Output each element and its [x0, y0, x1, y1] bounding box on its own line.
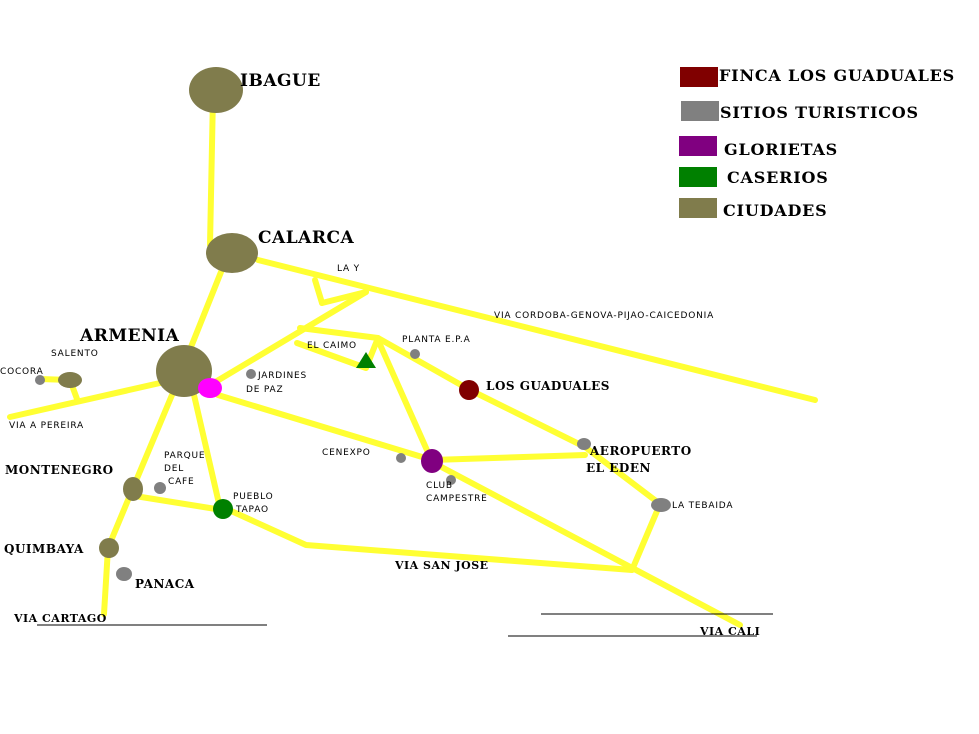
city-label-ibague: IBAGUE [240, 71, 321, 91]
sitio-jardines-marker [246, 369, 256, 379]
label-la-tebaida: LA TEBAIDA [672, 501, 734, 511]
label-el-caimo: EL CAIMO [307, 341, 357, 351]
legend-label-caserios: CASERIOS [727, 168, 829, 187]
road-montenegro-pueblo [132, 493, 225, 513]
city-marker-calarca [206, 233, 258, 273]
label-parque-1: PARQUE [164, 451, 206, 461]
city-label-quimbaya: QUIMBAYA [4, 542, 84, 556]
label-via-san-jose: VIA SAN JOSE [395, 559, 489, 572]
road-calarca-east [255, 257, 818, 403]
legend-swatch-ciudades [679, 198, 717, 218]
underlines [37, 613, 773, 637]
caserio-el-caimo-marker [356, 352, 376, 368]
road-la-y-link2 [319, 289, 369, 306]
label-panaca: PANACA [135, 577, 195, 591]
label-parque-3: CAFE [168, 477, 195, 487]
legend-swatch-sitios [681, 101, 719, 121]
legend-swatch-caserios [679, 167, 717, 187]
legend-label-glorietas: GLORIETAS [724, 140, 839, 159]
label-aeropuerto-1: AEROPUERTO [590, 444, 692, 458]
legend-label-finca: FINCA LOS GUADUALES [719, 66, 955, 85]
label-la-y: LA Y [337, 264, 360, 274]
finca-los-guaduales-marker [459, 380, 479, 400]
label-cocora: COCORA [0, 367, 44, 377]
city-label-montenegro: MONTENEGRO [5, 463, 114, 477]
sitio-club-campestre-marker [446, 475, 456, 485]
label-aeropuerto-2: EL EDEN [586, 461, 651, 475]
label-pueblo-2: TAPAO [236, 505, 269, 515]
label-club-1: CLUB [426, 481, 453, 491]
sitio-planta-epa-marker [410, 349, 420, 359]
road-el-caimo-loop [294, 325, 381, 371]
sitio-la-tebaida-marker [651, 498, 671, 512]
label-via-cordoba: VIA CORDOBA-GENOVA-PIJAO-CAICEDONIA [494, 311, 715, 321]
legend-label-sitios: SITIOS TURISTICOS [720, 103, 919, 122]
label-los-guaduales: LOS GUADUALES [486, 379, 610, 393]
city-marker-ibague [189, 67, 243, 113]
label-jardines-2: DE PAZ [246, 385, 284, 395]
markers-layer [35, 349, 671, 581]
road-la-y-armenia [209, 289, 369, 387]
sitio-parque-cafe-marker [154, 482, 166, 494]
city-label-armenia: ARMENIA [80, 326, 180, 346]
city-marker-salento [58, 372, 82, 388]
legend-label-ciudades: CIUDADES [723, 201, 828, 220]
city-marker-armenia [156, 345, 212, 397]
city-marker-quimbaya [99, 538, 119, 558]
road-guaduales-aeropuerto [467, 387, 588, 450]
road-ibague-calarca [207, 92, 216, 248]
road-calarca-armenia [182, 259, 228, 365]
caserio-pueblo-tapao-marker [213, 499, 233, 519]
road-la-y-link [312, 277, 325, 306]
road-armenia-pueblo [191, 392, 223, 511]
label-cenexpo: CENEXPO [322, 448, 371, 458]
sitio-cocora-marker [35, 375, 45, 385]
city-label-calarca: CALARCA [258, 228, 355, 248]
label-via-cali: VIA CALI [700, 625, 761, 638]
sitio-panaca-marker [116, 567, 132, 581]
sitio-cenexpo-marker [396, 453, 406, 463]
roundabout-armenia-marker [198, 378, 222, 398]
sitio-aeropuerto-marker [577, 438, 591, 450]
road-tebaida-junction [629, 501, 663, 573]
road-glorieta-aeropuerto [429, 452, 588, 463]
road-caimo-guaduales [375, 335, 473, 393]
road-armenia-pereira [7, 380, 163, 420]
road-armenia-glorieta [215, 392, 435, 463]
legend-swatch-finca [680, 67, 718, 87]
label-jardines-1: JARDINES [258, 371, 308, 381]
road-aeropuerto-tebaida [582, 444, 663, 507]
glorieta-club-marker [421, 449, 443, 473]
label-planta-epa: PLANTA E.P.A [402, 335, 471, 345]
city-marker-montenegro [123, 477, 143, 501]
road-via-san-jose [215, 502, 635, 573]
label-via-pereira: VIA A PEREIRA [9, 421, 84, 431]
roads [7, 92, 818, 628]
road-armenia-montenegro [130, 392, 175, 491]
label-parque-2: DEL [164, 464, 185, 474]
label-club-2: CAMPESTRE [426, 494, 488, 504]
cities-layer [58, 67, 258, 558]
label-salento: SALENTO [51, 349, 99, 359]
label-via-cartago: VIA CARTAGO [14, 612, 107, 625]
legend-swatch-glorietas [679, 136, 717, 156]
label-pueblo-1: PUEBLO [233, 492, 274, 502]
road-quimbaya-cartago [101, 545, 111, 617]
road-glorieta-cali [429, 459, 743, 628]
road-caimo-south [375, 337, 433, 460]
